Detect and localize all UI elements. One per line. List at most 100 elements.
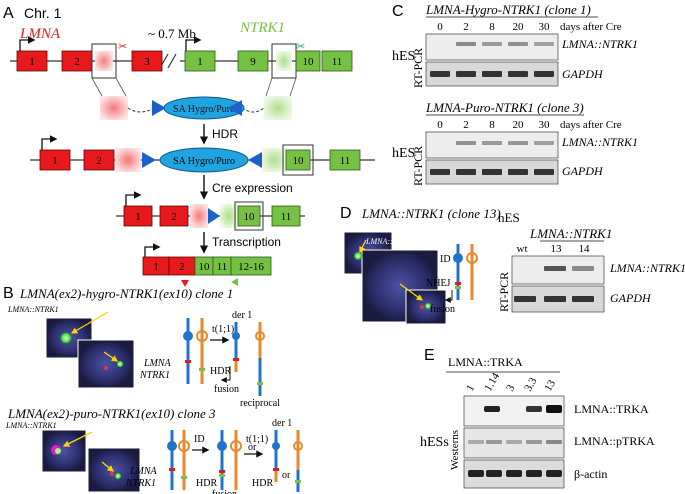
fusion-label-b1: fusion bbox=[214, 384, 239, 395]
panel-d-title: LMNA::NTRK1 (clone 13) bbox=[361, 206, 501, 221]
excised-locus: 1 2 10 11 bbox=[116, 191, 305, 231]
hes-label-c2: hES bbox=[392, 146, 415, 161]
int-cassette-label: SA Hygro/Puro bbox=[173, 156, 235, 167]
band-label-e-actin: β-actin bbox=[574, 467, 607, 481]
gel-d bbox=[511, 255, 605, 313]
mrna-exon-11: 11 bbox=[217, 261, 228, 273]
svg-text:20: 20 bbox=[513, 119, 525, 131]
svg-text:14: 14 bbox=[579, 243, 591, 255]
band-label-c1-fusion: LMNA::NTRK1 bbox=[561, 37, 638, 51]
svg-text:days after Cre: days after Cre bbox=[560, 21, 622, 33]
gene-ntrk1-label: NTRK1 bbox=[239, 20, 285, 36]
int-ntrk-exon-10: 10 bbox=[293, 155, 305, 167]
fusion-label-d: fusion bbox=[430, 304, 455, 315]
svg-text:2: 2 bbox=[463, 21, 469, 33]
band-label-e-trka: LMNA::TRKA bbox=[574, 402, 649, 416]
chromosome-label: Chr. 1 bbox=[24, 5, 62, 21]
id-label-d: ID bbox=[440, 254, 451, 265]
cre-exon-2: 2 bbox=[171, 211, 177, 223]
mrna-exon-10: 10 bbox=[199, 261, 211, 273]
gel-c-days-top: 0 2 8 20 30 days after Cre bbox=[437, 21, 622, 33]
reciprocal-label-b1: reciprocal bbox=[240, 398, 280, 409]
rtpcr-label-c1: RT-PCR bbox=[411, 48, 425, 88]
int-exon-1: 1 bbox=[52, 155, 58, 167]
integrated-locus: 1 2 SA Hygro/Puro 10 11 bbox=[30, 135, 375, 176]
svg-text:days after Cre: days after Cre bbox=[560, 119, 622, 131]
gel-d-lanes: wt 13 14 bbox=[517, 243, 591, 255]
panel-c-title-1: LMNA-Hygro-NTRK1 (clone 1) bbox=[425, 2, 591, 17]
panel-c-title-2: LMNA-Puro-NTRK1 (clone 3) bbox=[425, 100, 584, 115]
western-blot bbox=[463, 395, 565, 489]
band-label-c2-gapdh: GAPDH bbox=[562, 164, 604, 178]
der1-label-1: der 1 bbox=[232, 310, 252, 321]
panel-e-title: LMNA::TRKA bbox=[448, 355, 523, 369]
hdr-label-b2: HDR bbox=[196, 478, 217, 489]
primer-green bbox=[231, 278, 238, 286]
chr-lmna-label-3: LMNA bbox=[129, 466, 158, 477]
fusion-transcript: 1 2 10 11 12-16 bbox=[142, 243, 272, 287]
svg-text:wt: wt bbox=[517, 243, 528, 255]
svg-text:3.3: 3.3 bbox=[522, 375, 540, 393]
mrna-exon-12-16: 12-16 bbox=[238, 261, 264, 273]
rtpcr-label-d: RT-PCR bbox=[497, 272, 511, 312]
svg-text:1: 1 bbox=[464, 383, 477, 394]
hdr-label-b1: HDR bbox=[210, 366, 231, 377]
primer-red bbox=[181, 280, 189, 287]
transcription-label: Transcription bbox=[212, 235, 281, 249]
svg-text:2: 2 bbox=[463, 119, 469, 131]
svg-text:13: 13 bbox=[542, 378, 558, 394]
or-label-b1: or bbox=[248, 442, 257, 453]
panel-b-title-1: LMNA(ex2)-hygro-NTRK1(ex10) clone 1 bbox=[19, 286, 233, 301]
chr-lmna-label-1: LMNA bbox=[143, 358, 172, 369]
cre-exon-1: 1 bbox=[135, 211, 141, 223]
scissors-icon-red: ✂ bbox=[118, 41, 127, 53]
svg-text:20: 20 bbox=[513, 21, 525, 33]
donor-construct: SA Hygro/Puro bbox=[100, 96, 292, 120]
fish-label-clone1: LMNA::NTRK1 bbox=[7, 305, 59, 314]
ntrk-exon-1: 1 bbox=[197, 56, 203, 68]
band-label-d-fusion: LMNA::NTRK1 bbox=[609, 261, 685, 275]
chr-ntrk-label-1: NTRK1 bbox=[139, 370, 170, 381]
svg-text:13: 13 bbox=[551, 243, 563, 255]
der1-label-2: der 1 bbox=[272, 418, 292, 429]
lmna-exon-1: 1 bbox=[29, 56, 35, 68]
svg-text:0: 0 bbox=[437, 119, 443, 131]
westerns-label: Westerns bbox=[449, 430, 461, 470]
panel-label-c: C bbox=[392, 3, 404, 20]
fish-label-clone13: LMNA::NTRK1 bbox=[365, 237, 417, 246]
gel-c-clone3 bbox=[425, 131, 559, 185]
nhej-label: NHEJ bbox=[426, 278, 451, 289]
chromosome-scheme-clone1: LMNA NTRK1 t(1;1) der 1 HDR fusion recip… bbox=[139, 310, 280, 409]
mrna-exon-1: 1 bbox=[153, 261, 159, 273]
cassette-label: SA Hygro/Puro bbox=[173, 104, 235, 115]
int-ntrk-exon-11: 11 bbox=[340, 155, 351, 167]
western-lanes: 1 1.14 3 3.3 13 bbox=[464, 370, 558, 393]
hdr-label-a: HDR bbox=[212, 127, 238, 141]
fusion-label-b2: fusion bbox=[212, 489, 237, 494]
band-label-c1-gapdh: GAPDH bbox=[562, 67, 604, 81]
chromosome-scheme-clone3: LMNA NTRK1 ID HDR fusion or t(1;1) der 1… bbox=[125, 418, 303, 494]
cre-ntrk-exon-11: 11 bbox=[281, 211, 292, 223]
lmna-exon-2: 2 bbox=[74, 56, 80, 68]
hes-label-c1: hES bbox=[392, 49, 415, 64]
cre-ntrk-exon-10: 10 bbox=[244, 211, 256, 223]
t11-label-2: t(1;1) bbox=[246, 434, 268, 445]
hes-label-d: hES bbox=[498, 210, 520, 225]
distance-label: ~ 0.7 Mb bbox=[148, 26, 196, 41]
gel-d-title: LMNA::NTRK1 bbox=[529, 226, 612, 241]
mrna-exon-2: 2 bbox=[179, 261, 185, 273]
cre-label: Cre expression bbox=[212, 181, 293, 195]
ntrk-exon-10: 10 bbox=[303, 56, 315, 68]
rtpcr-label-c2: RT-PCR bbox=[411, 146, 425, 186]
svg-text:30: 30 bbox=[539, 21, 551, 33]
chr-ntrk-label-3: NTRK1 bbox=[125, 478, 156, 489]
ntrk-exon-9: 9 bbox=[250, 56, 256, 68]
hes-label-e: hESs bbox=[420, 435, 449, 450]
int-exon-2: 2 bbox=[96, 155, 102, 167]
genomic-locus: 1 2 3 1 9 10 11 ✂ ✂ bbox=[10, 36, 353, 79]
panel-label-e: E bbox=[424, 347, 435, 364]
fish-image-clone1: LMNA::NTRK1 bbox=[7, 305, 135, 389]
svg-text:30: 30 bbox=[539, 119, 551, 131]
hdr-label-b3: HDR bbox=[252, 478, 273, 489]
